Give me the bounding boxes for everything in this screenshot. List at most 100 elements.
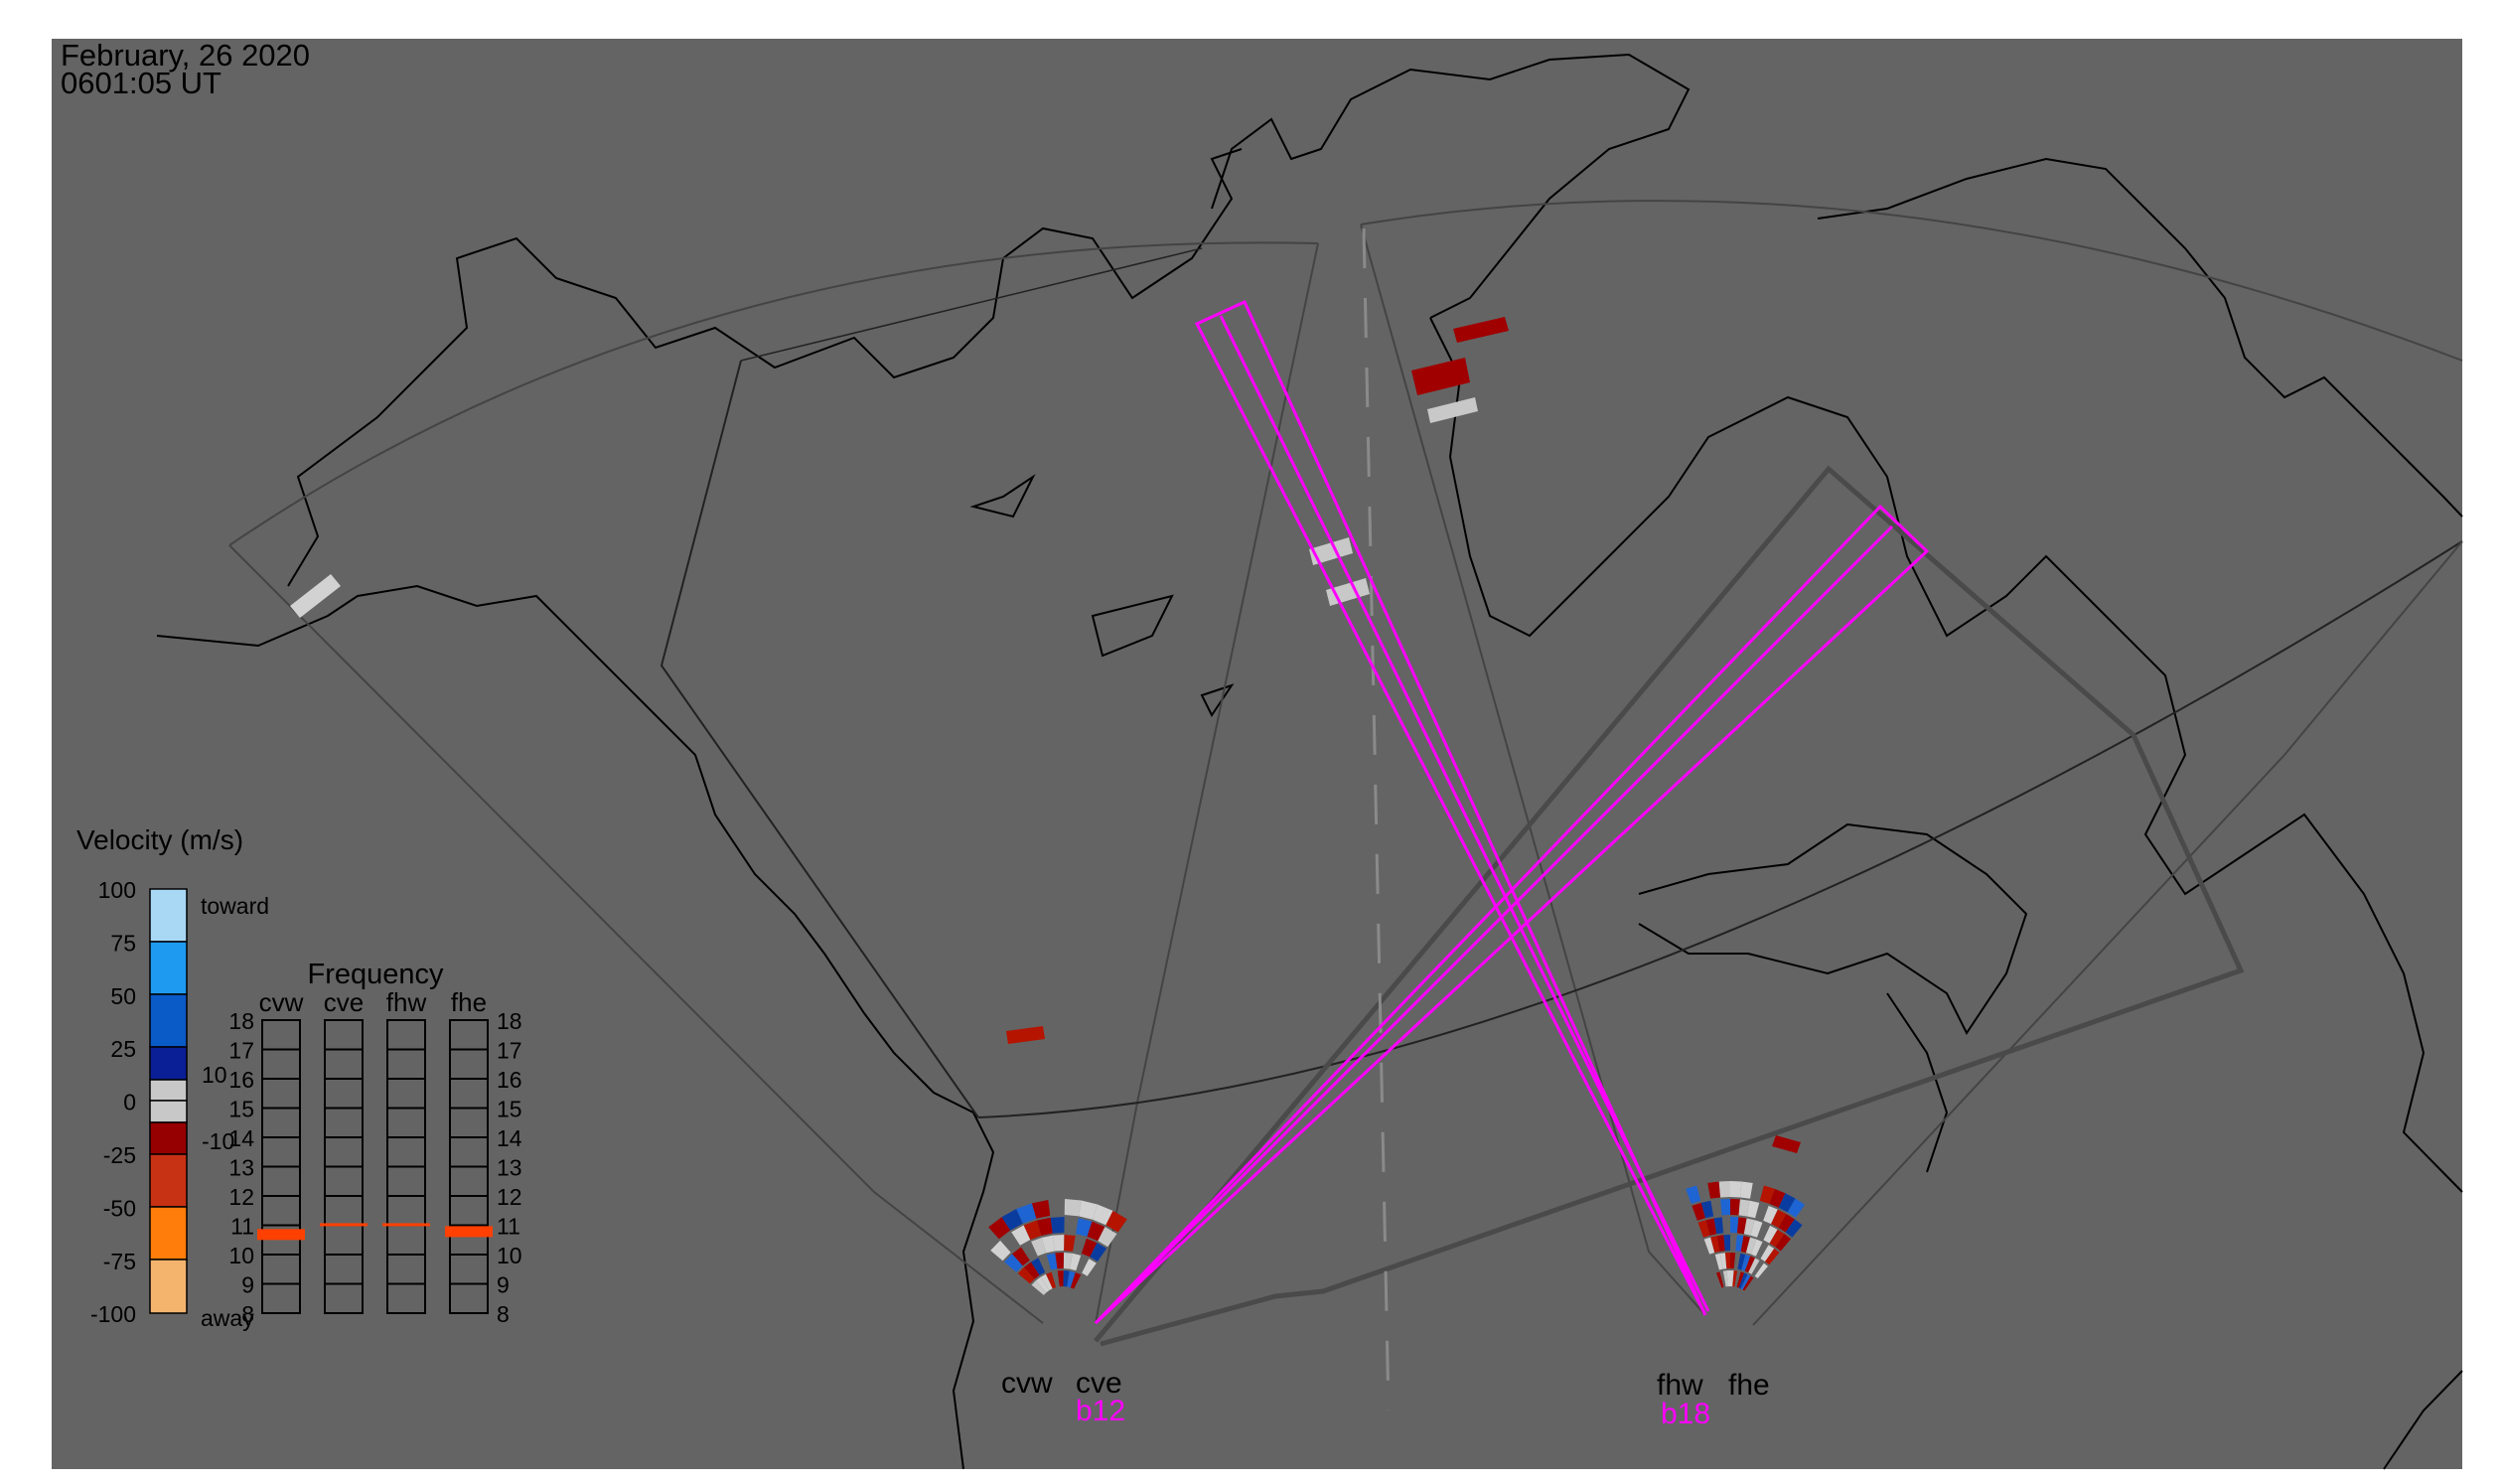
echo-cell — [1714, 1253, 1723, 1270]
echo-cell — [1063, 1270, 1070, 1287]
frequency-column-label-cve: cve — [324, 987, 364, 1017]
colorbar-segment — [149, 941, 188, 995]
echo-cell — [1098, 1226, 1117, 1248]
echo-cell — [1082, 1259, 1097, 1276]
radar-fans — [988, 1181, 1806, 1295]
beam-label-b18: b18 — [1661, 1398, 1710, 1430]
radar-label-fhe: fhe — [1728, 1369, 1770, 1402]
frequency-tick-right: 10 — [497, 1243, 522, 1268]
echo-cell — [1703, 1237, 1715, 1255]
echo-cell — [1732, 1270, 1738, 1287]
echo-cell — [1730, 1217, 1739, 1234]
echo-cell — [1705, 1218, 1717, 1236]
echo-cell — [1017, 1266, 1035, 1284]
echo-cell — [1070, 1272, 1082, 1289]
velocity-tick-label: 50 — [110, 983, 136, 1009]
away-label: away — [201, 1305, 254, 1331]
frequency-tick-left: 9 — [241, 1272, 254, 1298]
echo-cell — [1746, 1200, 1760, 1219]
echo-cell — [1063, 1253, 1073, 1269]
echo-cell — [1057, 1270, 1064, 1287]
beam-label-b12: b12 — [1076, 1395, 1125, 1427]
echo-cell — [1730, 1181, 1742, 1198]
frequency-column-label-fhe: fhe — [451, 987, 487, 1017]
echo-cell — [1778, 1193, 1796, 1213]
beam-b18 — [1194, 300, 1710, 1316]
echo-cell — [1713, 1217, 1724, 1235]
echo-cell — [1716, 1235, 1725, 1252]
echo-cell — [1740, 1236, 1750, 1254]
echo-cell — [1031, 1237, 1047, 1257]
echo-cell — [1720, 1199, 1730, 1216]
frequency-tick-right: 16 — [497, 1067, 522, 1093]
echo-cell — [1092, 1204, 1113, 1226]
velocity-tick-label: -25 — [103, 1142, 136, 1168]
velocity-tick-label: 25 — [110, 1036, 136, 1062]
echo-cell — [1748, 1258, 1760, 1274]
colorbar-segment — [149, 1100, 188, 1123]
velocity-tick-label: -50 — [103, 1195, 136, 1221]
velocity-tick-label: 0 — [123, 1090, 136, 1115]
frequency-tick-right: 13 — [497, 1155, 522, 1181]
echo-cell — [1055, 1253, 1065, 1269]
frequency-tick-left: 11 — [230, 1214, 254, 1240]
frequency-tick-left: 15 — [228, 1097, 254, 1122]
echo-cell — [1011, 1247, 1030, 1266]
echo-cell — [1090, 1243, 1107, 1262]
radar-label-fhw: fhw — [1657, 1369, 1703, 1402]
echo-cell — [1740, 1181, 1753, 1199]
frequency-marker-fhe — [445, 1226, 493, 1238]
frequency-column-label-fhw: fhw — [386, 987, 427, 1017]
echo-cell — [1050, 1217, 1065, 1234]
echo-cell — [990, 1240, 1011, 1261]
echo-cell — [1750, 1220, 1763, 1238]
fields-of-view — [228, 200, 2463, 1411]
echo-cell — [1070, 1253, 1082, 1271]
echo-cell — [1046, 1253, 1058, 1270]
echo-cell — [1763, 1205, 1778, 1225]
echo-cell — [1023, 1261, 1040, 1279]
radar-label-cve: cve — [1076, 1367, 1122, 1400]
frequency-tick-left: 16 — [228, 1067, 254, 1093]
echo-cell — [1742, 1275, 1754, 1291]
echo-cell — [1079, 1200, 1098, 1220]
echo-cell — [1718, 1181, 1730, 1198]
echo-cell — [1744, 1256, 1755, 1273]
echo-cell — [1787, 1198, 1806, 1218]
echo-cell — [1064, 1199, 1082, 1217]
frequency-tick-right: 12 — [497, 1184, 522, 1210]
frequency-tick-right: 17 — [497, 1038, 522, 1064]
echo-cell — [1031, 1199, 1051, 1219]
frequency-column-label-cvw: cvw — [259, 987, 304, 1017]
echo-cell — [1750, 1239, 1763, 1257]
echo-cell — [1700, 1200, 1714, 1219]
colorbar-segment — [149, 1079, 188, 1102]
coastlines — [156, 53, 2463, 1470]
time-label: 0601:05 UT — [61, 66, 221, 100]
echo-cell — [1759, 1185, 1775, 1204]
echo-cell — [1769, 1229, 1785, 1248]
radar-label-cvw: cvw — [1001, 1367, 1053, 1400]
echo-cell — [1004, 1254, 1023, 1272]
frequency-tick-right: 15 — [497, 1097, 522, 1122]
echo-cell — [1036, 1217, 1053, 1237]
echo-cell — [1023, 1220, 1042, 1241]
colorbar-segment — [149, 1259, 188, 1314]
gs-upper-label: 10 — [202, 1062, 227, 1088]
echo-cell — [1052, 1235, 1065, 1252]
echo-cell — [1105, 1210, 1127, 1233]
echo-cell — [1011, 1225, 1031, 1246]
echo-cell — [1769, 1188, 1786, 1208]
frequency-tick-left: 13 — [228, 1155, 254, 1181]
colorbar-segment — [149, 1121, 188, 1155]
echo-cell — [1692, 1202, 1705, 1221]
velocity-legend-title: Velocity (m/s) — [76, 824, 243, 855]
echo-cell — [1730, 1199, 1740, 1216]
colorbar-segment — [149, 888, 188, 943]
echo-cell — [1737, 1253, 1746, 1270]
toward-label: toward — [201, 893, 269, 919]
